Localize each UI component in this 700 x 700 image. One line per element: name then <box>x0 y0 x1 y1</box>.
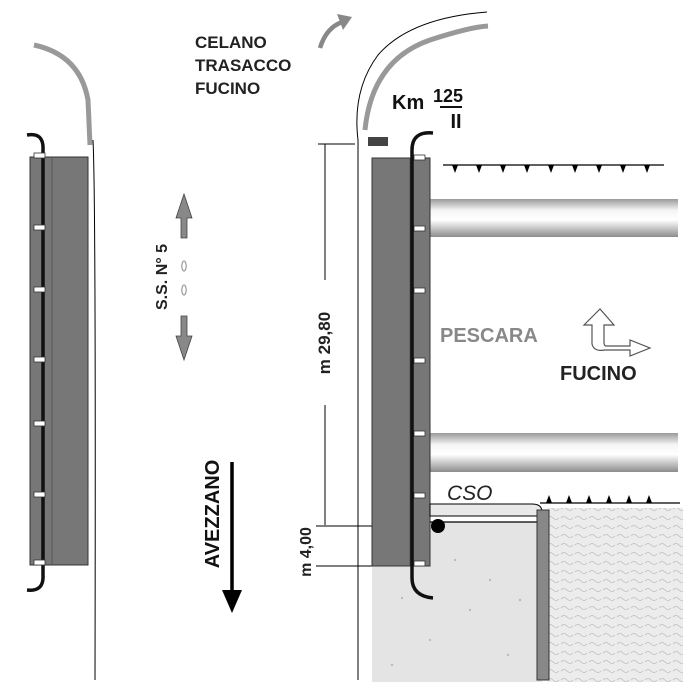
dest-celano: CELANO <box>195 33 267 52</box>
left-drains <box>33 152 46 566</box>
cso-ramp <box>429 503 550 681</box>
dest-fucino: FUCINO <box>195 79 260 98</box>
down-arrow-icon <box>222 462 242 613</box>
right-drains <box>413 154 426 567</box>
dest-trasacco: TRASACCO <box>195 56 291 75</box>
left-road-edge-curve <box>33 42 93 146</box>
curved-arrow-icon <box>317 14 352 49</box>
double-arrow-icon <box>175 192 193 362</box>
left-kerb <box>26 132 45 592</box>
km-prefix: Km <box>392 92 424 114</box>
road-name-label: S.S. N° 5 <box>154 244 171 310</box>
cso-label: CSO <box>447 482 493 505</box>
km-marker: Km 125 II <box>392 86 463 133</box>
avezzano-label: AVEZZANO <box>202 460 224 569</box>
left-carriageway <box>26 42 96 681</box>
right-road-edge-curve <box>362 23 489 131</box>
length-dimension <box>318 143 355 525</box>
km-number: 125 <box>433 86 463 106</box>
pescara-label: PESCARA <box>440 325 538 347</box>
right-road-edge-line <box>356 11 488 141</box>
embankment-top <box>443 164 664 173</box>
overpass-beam-bottom <box>429 433 678 472</box>
km-roman: II <box>450 111 461 133</box>
length-label: m 29,80 <box>315 312 334 374</box>
embankment-bottom <box>540 495 680 504</box>
left-road-edge-line <box>92 139 96 681</box>
width-label: m 4,00 <box>298 527 315 577</box>
cso-wall <box>536 509 550 681</box>
right-kerb <box>410 131 434 600</box>
fucino-label: FUCINO <box>560 363 637 385</box>
destination-sign: CELANO TRASACCO FUCINO <box>195 33 291 98</box>
marker-dot-icon <box>431 519 445 533</box>
right-carriageway <box>356 11 489 680</box>
overpass-beam-top <box>429 199 678 237</box>
split-arrow-icon <box>582 308 652 357</box>
terrain-area <box>372 508 683 682</box>
right-guard-block <box>368 137 388 146</box>
